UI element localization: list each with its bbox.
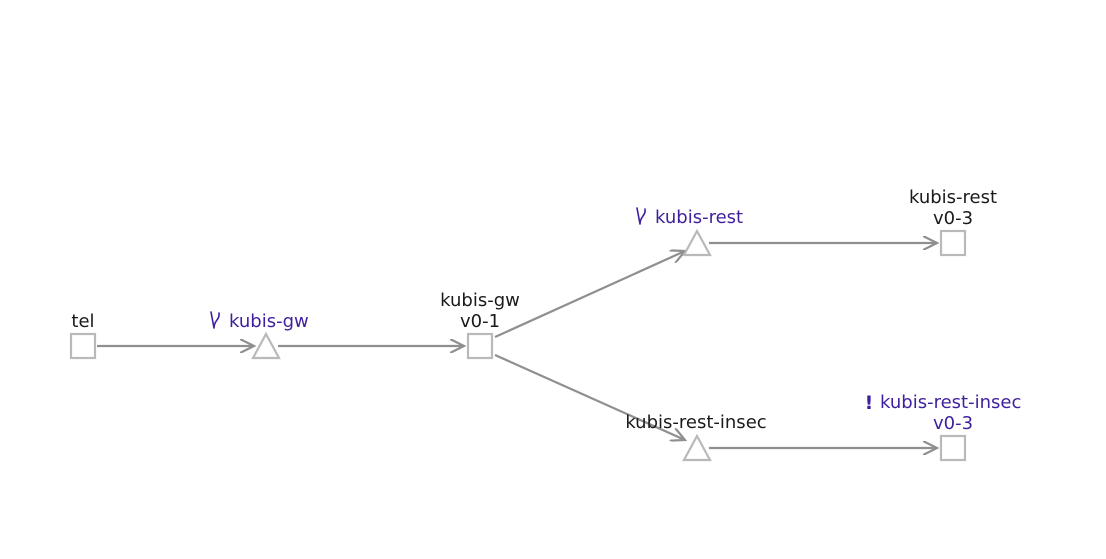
node-version: v0-3: [933, 208, 973, 229]
branch-icon: [636, 207, 646, 225]
node-kubis-rest-insec-service[interactable]: kubis-rest-insec: [625, 412, 767, 462]
node-label: tel: [71, 311, 94, 332]
workload-square-icon: [466, 332, 494, 360]
node-label: kubis-rest: [655, 207, 743, 228]
service-triangle-icon: [682, 433, 712, 462]
node-label: kubis-gw: [229, 311, 309, 332]
node-kubis-gw-service[interactable]: kubis-gw: [210, 311, 309, 360]
workload-square-icon: [939, 229, 967, 257]
service-triangle-icon: [251, 331, 281, 360]
node-version: v0-3: [933, 413, 973, 434]
node-label: kubis-gw: [440, 290, 520, 311]
node-kubis-rest-insec-v0-3[interactable]: ! kubis-rest-insec v0-3: [865, 392, 1022, 462]
service-triangle-icon: [682, 228, 712, 257]
node-kubis-rest-v0-3[interactable]: kubis-rest v0-3: [909, 187, 997, 257]
node-label: kubis-rest-insec: [880, 392, 1021, 413]
workload-square-icon: [69, 332, 97, 360]
warning-icon: !: [865, 392, 874, 414]
edges: [97, 243, 937, 448]
edge-kubis-gw-v0-1-to-kubis-rest-insec-service[interactable]: [494, 353, 685, 440]
edge-kubis-gw-v0-1-to-kubis-rest-service[interactable]: [494, 251, 685, 339]
node-label: kubis-rest: [909, 187, 997, 208]
node-tel[interactable]: tel: [69, 311, 97, 360]
node-label: kubis-rest-insec: [625, 412, 766, 433]
workload-square-icon: [939, 434, 967, 462]
node-kubis-rest-service[interactable]: kubis-rest: [636, 207, 743, 257]
node-version: v0-1: [460, 311, 500, 332]
branch-icon: [210, 311, 220, 329]
node-kubis-gw-v0-1[interactable]: kubis-gw v0-1: [440, 290, 520, 360]
